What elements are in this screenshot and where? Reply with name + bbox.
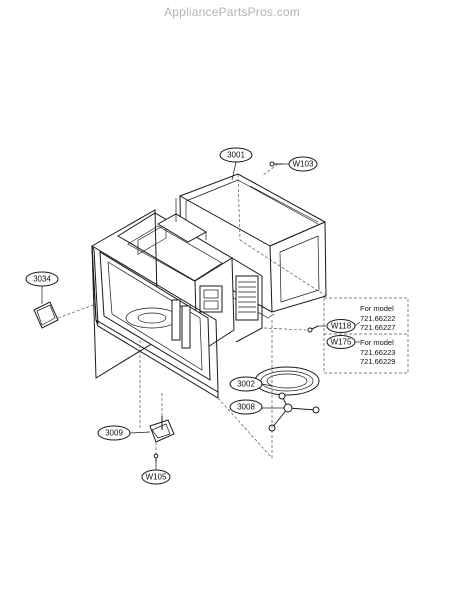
model-note-1-model-a: 721.66222 — [360, 314, 395, 323]
callout-w175: W175 — [326, 335, 356, 349]
model-note-2-model-b: 721.66229 — [360, 357, 395, 366]
watermark: AppliancePartsPros.com — [164, 5, 300, 19]
part-3008-roller-support — [268, 392, 320, 432]
callout-3034: 3034 — [25, 271, 59, 287]
callout-w175-label: W175 — [331, 338, 352, 347]
screw-w118 — [307, 325, 319, 333]
callout-3001: 3001 — [219, 147, 253, 163]
callout-w118: W118 — [326, 319, 356, 333]
model-note-1-model-b: 721.66227 — [360, 323, 395, 332]
callout-w105-label: W105 — [146, 473, 167, 482]
part-3034-plate — [33, 301, 97, 329]
vent-grille — [235, 275, 259, 321]
model-note-box: For model 721.66222 721.66227 For model … — [323, 297, 409, 374]
callout-3034-label: 3034 — [33, 275, 51, 284]
callout-3008: 3008 — [229, 399, 263, 415]
model-note-2-model-a: 721.66223 — [360, 348, 395, 357]
outer-cabinet — [175, 173, 327, 319]
part-3002-turntable-ring — [254, 366, 320, 396]
callout-3002-label: 3002 — [237, 380, 255, 389]
screw-w103 — [269, 161, 282, 167]
callout-3009-label: 3009 — [105, 429, 123, 438]
part-3009-motor — [149, 416, 175, 462]
callout-w103: W103 — [288, 156, 318, 172]
callout-w103-label: W103 — [293, 160, 314, 169]
callout-3002: 3002 — [229, 376, 263, 392]
latch-block — [171, 299, 181, 341]
control-module — [199, 285, 223, 313]
callout-3001-label: 3001 — [227, 151, 245, 160]
callout-w118-label: W118 — [331, 322, 352, 331]
model-note-2-title: For model — [360, 338, 394, 347]
callout-3009: 3009 — [97, 425, 131, 441]
assembly-guides — [161, 163, 307, 459]
model-note-1-title: For model — [360, 304, 394, 313]
callout-w105: W105 — [141, 469, 171, 485]
leader-lines — [41, 161, 326, 470]
cavity-assembly — [91, 209, 263, 430]
callout-3008-label: 3008 — [237, 403, 255, 412]
